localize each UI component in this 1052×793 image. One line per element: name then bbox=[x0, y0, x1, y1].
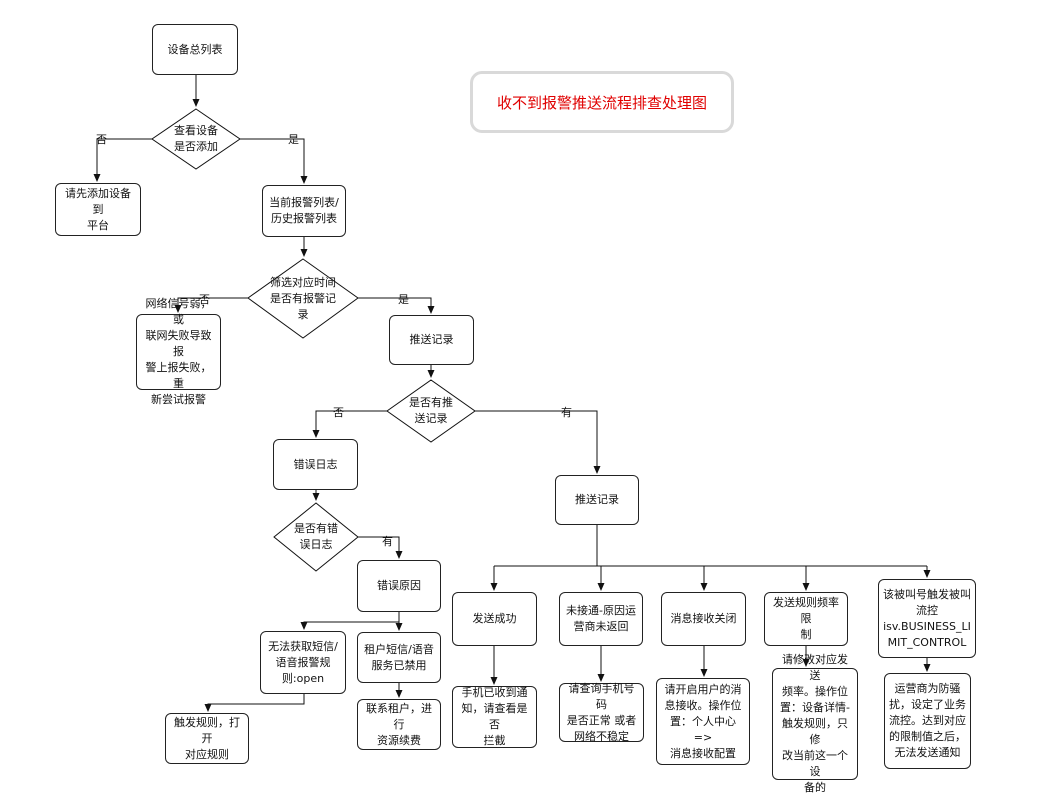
edge bbox=[204, 694, 305, 712]
node-modify-rate: 请修改对应发送 频率。操作位 置：设备详情- 触发规则，只修 改当前这一个设 备… bbox=[772, 653, 858, 793]
edge bbox=[312, 410, 387, 438]
node-operator-limit: 运营商为防骚 扰，设定了业务 流控。达到对应 的限制值之后， 无法发送通知 bbox=[884, 673, 971, 769]
decision-diamond bbox=[273, 502, 359, 572]
edge bbox=[174, 297, 248, 313]
edge bbox=[300, 612, 400, 630]
decision-push-record: 是否有推 送记录 bbox=[409, 396, 453, 425]
edge bbox=[475, 410, 601, 474]
edge-label-yes: 是 bbox=[398, 293, 409, 306]
edge-label-yes: 是 bbox=[288, 133, 299, 146]
node-alarm-list: 当前报警列表/ 历史报警列表 bbox=[262, 185, 346, 237]
edge bbox=[358, 297, 435, 314]
node-push-record: 推送记录 bbox=[555, 475, 639, 525]
decision-diamond bbox=[247, 258, 359, 339]
diagram-title-box: 收不到报警推送流程排查处理图 bbox=[470, 71, 734, 133]
edge bbox=[358, 536, 403, 559]
node-device-list: 设备总列表 bbox=[152, 24, 238, 75]
node-error-log: 错误日志 bbox=[273, 439, 358, 490]
node-tenant-sms-disabled: 租户短信/语音 服务已禁用 bbox=[357, 632, 441, 683]
node-phone-received: 手机已收到通 知，请查看是否 拦截 bbox=[452, 686, 537, 748]
node-add-device: 请先添加设备到 平台 bbox=[55, 183, 141, 236]
node-check-phone-number: 请查询手机号码 是否正常 或者 网络不稳定 bbox=[559, 682, 644, 743]
decision-error-log: 是否有错 误日志 bbox=[294, 522, 338, 551]
edge bbox=[240, 138, 308, 184]
diagram-title: 收不到报警推送流程排查处理图 bbox=[496, 93, 707, 112]
edge-label-no: 否 bbox=[199, 293, 210, 306]
edge bbox=[93, 138, 152, 182]
edge-label-no: 否 bbox=[96, 133, 107, 146]
node-no-sms-voice-rule: 无法获取短信/ 语音报警规 则:open bbox=[260, 631, 346, 694]
node-not-connected: 未接通-原因运 营商未返回 bbox=[559, 592, 643, 646]
decision-diamond bbox=[151, 108, 241, 170]
node-error-reason: 错误原因 bbox=[357, 560, 441, 612]
node-trigger-rule: 触发规则，打开 对应规则 bbox=[165, 713, 249, 764]
node-rate-limit: 发送规则频率限 制 bbox=[764, 592, 848, 646]
node-enable-msg-receive: 请开启用户的消 息接收。操作位 置：个人中心=> 消息接收配置 bbox=[656, 678, 750, 765]
edge-label-has: 有 bbox=[382, 535, 393, 548]
node-business-limit: 该被叫号触发被叫 流控 isv.BUSINESS_LI MIT_CONTROL bbox=[878, 579, 976, 658]
edge-label-no: 否 bbox=[333, 406, 344, 419]
node-send-success: 发送成功 bbox=[452, 592, 537, 646]
decision-diamond bbox=[386, 379, 476, 443]
node-push-record: 推送记录 bbox=[389, 315, 474, 365]
node-contact-tenant: 联系租户，进行 资源续费 bbox=[357, 699, 441, 750]
decision-alarm-record: 筛选对应时间 是否有报警记 录 bbox=[270, 275, 336, 321]
node-network-issue: 网络信号弱，或 联网失败导致报 警上报失败，重 新尝试报警 bbox=[136, 297, 221, 406]
edge-label-has: 有 bbox=[561, 406, 572, 419]
node-msg-receive-off: 消息接收关闭 bbox=[661, 592, 746, 646]
decision-device-added: 查看设备 是否添加 bbox=[174, 124, 218, 153]
